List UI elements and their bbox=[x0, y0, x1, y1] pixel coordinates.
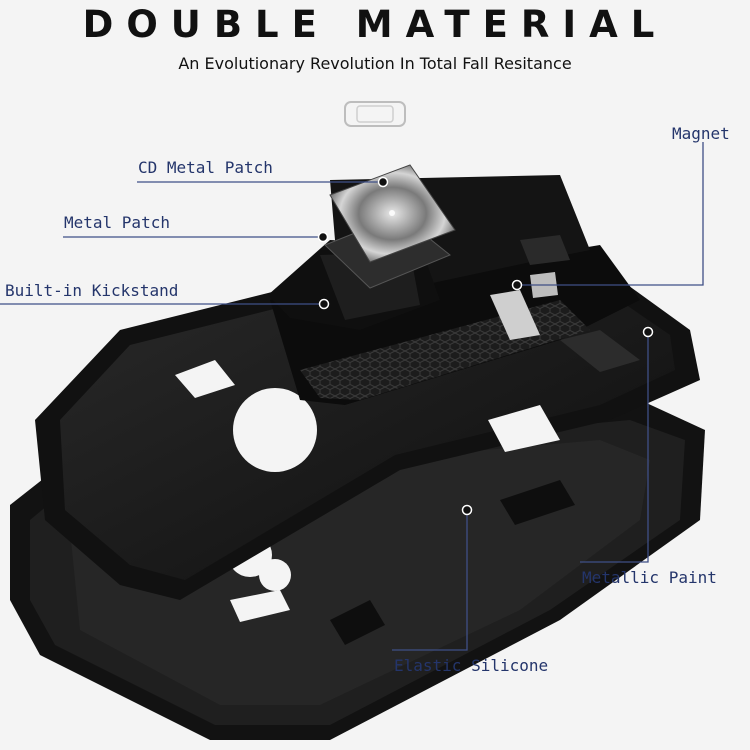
callout-magnet: Magnet bbox=[672, 124, 730, 143]
leader-dots bbox=[317, 176, 654, 516]
callout-elastic-silicone: Elastic Silicone bbox=[394, 656, 549, 675]
callout-metal-patch: Metal Patch bbox=[64, 213, 170, 232]
page-title: DOUBLE MATERIAL bbox=[82, 3, 668, 46]
callout-built-in-kickstand: Built-in Kickstand bbox=[5, 281, 179, 300]
page-subtitle: An Evolutionary Revolution In Total Fall… bbox=[178, 54, 572, 73]
phone-outline-icon bbox=[344, 101, 406, 127]
callout-metallic-paint: Metallic Paint bbox=[582, 568, 717, 587]
cd-metal-patch bbox=[329, 164, 456, 263]
callout-cd-metal-patch: CD Metal Patch bbox=[138, 158, 273, 177]
leader-lines bbox=[0, 142, 704, 651]
